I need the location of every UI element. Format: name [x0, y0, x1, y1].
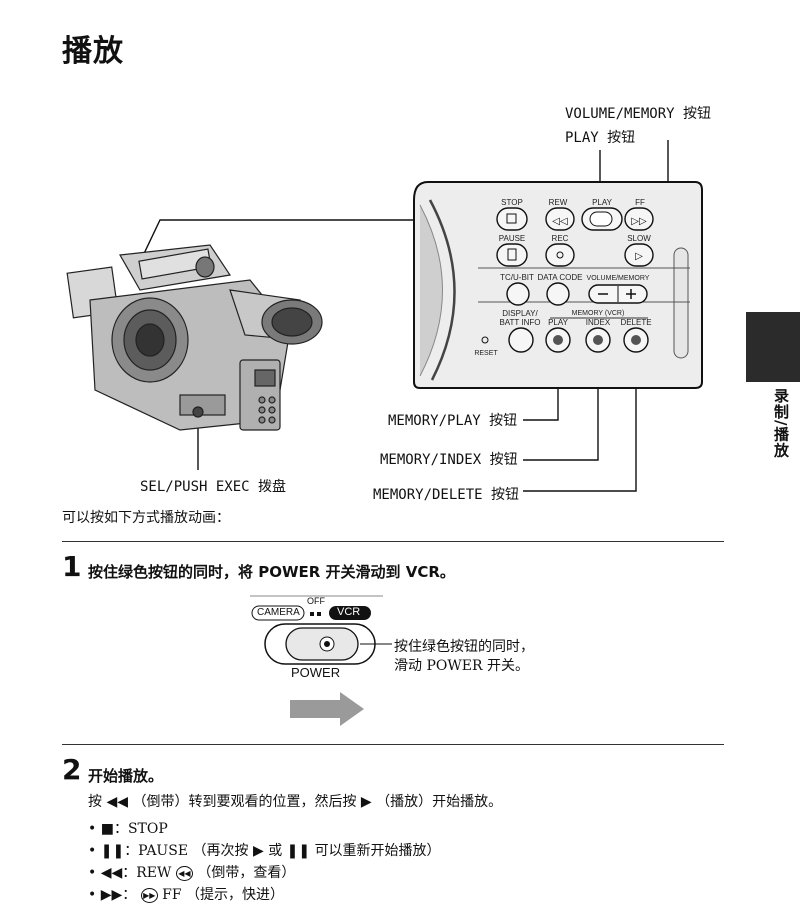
switch-label-vcr: VCR — [337, 606, 361, 618]
step-1-text: 按住绿色按钮的同时，将 POWER 开关滑动到 VCR。 — [88, 563, 455, 581]
panel-label-rec: REC — [552, 234, 569, 243]
panel-label-pause: PAUSE — [499, 234, 526, 243]
callout-volume-memory: VOLUME/MEMORY 按钮 — [565, 106, 712, 122]
stop-button — [496, 207, 528, 231]
panel-label-memory-vcr: MEMORY (VCR) — [572, 310, 625, 317]
switch-label-camera: CAMERA — [257, 607, 300, 618]
panel-label-mem-play: PLAY — [548, 318, 569, 327]
panel-label-display: DISPLAY/ — [502, 309, 538, 318]
play-icon: ▶ — [252, 843, 264, 859]
pause-icon: ❚❚ — [100, 843, 125, 859]
control-panel: ◁◁ ▷▷ ▷ — [413, 181, 703, 389]
list-item: • ■：STOP — [88, 821, 168, 837]
callout-memory-index: MEMORY/INDEX 按钮 — [380, 452, 518, 468]
camcorder-illustration: ◁◁ ▷▷ ▷ STOP REW PLAY FF PAU — [66, 140, 703, 492]
list-item: • ◀◀：REW ◀◀ （倒带，查看） — [88, 865, 296, 881]
play-icon: ▶ — [360, 794, 372, 810]
camcorder — [66, 244, 323, 431]
callout-memory-delete: MEMORY/DELETE 按钮 — [373, 487, 520, 503]
svg-text:◁◁: ◁◁ — [552, 216, 568, 227]
intro-text: 可以按如下方式播放动画： — [62, 510, 230, 526]
rew-button — [545, 207, 575, 231]
fast-forward-button-icon: ▶▶ — [140, 887, 158, 903]
divider — [62, 541, 724, 542]
panel-label-play: PLAY — [592, 198, 613, 207]
panel-label-batt-info: BATT INFO — [499, 318, 540, 327]
panel-label-mem-delete: DELETE — [620, 318, 651, 327]
panel-label-ff: FF — [635, 198, 645, 207]
list-item: • ▶▶： ▶▶ FF （提示，快进） — [88, 887, 285, 903]
step-2-text: 开始播放。 — [88, 767, 164, 785]
rewind-icon: ◀◀ — [106, 794, 128, 810]
pause-icon: ❚❚ — [286, 843, 311, 859]
page-title: 播放 — [62, 34, 124, 69]
step-2-description: 按 ◀◀ （倒带）转到要观看的位置，然后按 ▶ （播放）开始播放。 — [88, 794, 503, 810]
svg-text:▷: ▷ — [635, 251, 643, 262]
panel-label-reset: RESET — [474, 350, 498, 357]
data-code-button — [546, 282, 570, 306]
panel-label-data-code: DATA CODE — [537, 273, 582, 282]
panel-label-tc-ubit: TC/U-BIT — [500, 273, 534, 282]
tc-ubit-button — [506, 282, 530, 306]
step-1-note-line-1: 按住绿色按钮的同时， — [394, 639, 534, 655]
switch-label-off: OFF — [307, 596, 325, 606]
panel-label-slow: SLOW — [627, 234, 651, 243]
divider — [62, 744, 724, 745]
rewind-icon: ◀◀ — [100, 865, 123, 881]
panel-label-rew: REW — [549, 198, 568, 207]
svg-text:▷▷: ▷▷ — [631, 216, 647, 227]
power-switch-illustration — [250, 595, 392, 726]
display-batt-button — [508, 327, 534, 353]
panel-label-stop: STOP — [501, 198, 523, 207]
panel-label-volume-memory: VOLUME/MEMORY — [587, 275, 650, 282]
rec-button — [545, 243, 575, 267]
pause-button — [496, 243, 528, 267]
rewind-button-icon: ◀◀ — [175, 865, 193, 881]
fast-forward-icon: ▶▶ — [100, 887, 123, 903]
list-item: • ❚❚：PAUSE （再次按 ▶ 或 ❚❚ 可以重新开始播放） — [88, 843, 441, 859]
callout-sel-push-exec: SEL/PUSH EXEC 拨盘 — [140, 479, 287, 495]
panel-label-mem-index: INDEX — [586, 318, 611, 327]
switch-label-power: POWER — [291, 665, 341, 680]
slow-button — [624, 243, 654, 267]
callout-play: PLAY 按钮 — [565, 130, 636, 146]
callout-memory-play: MEMORY/PLAY 按钮 — [388, 413, 518, 429]
step-1-number: 1 — [62, 550, 82, 583]
stop-icon: ■ — [100, 821, 114, 837]
step-2-number: 2 — [62, 753, 82, 786]
ff-button — [624, 207, 654, 231]
step-1-note-line-2: 滑动 POWER 开关。 — [394, 658, 529, 674]
section-tab-label: 录制/播放 — [772, 388, 790, 459]
section-tab — [746, 312, 800, 382]
